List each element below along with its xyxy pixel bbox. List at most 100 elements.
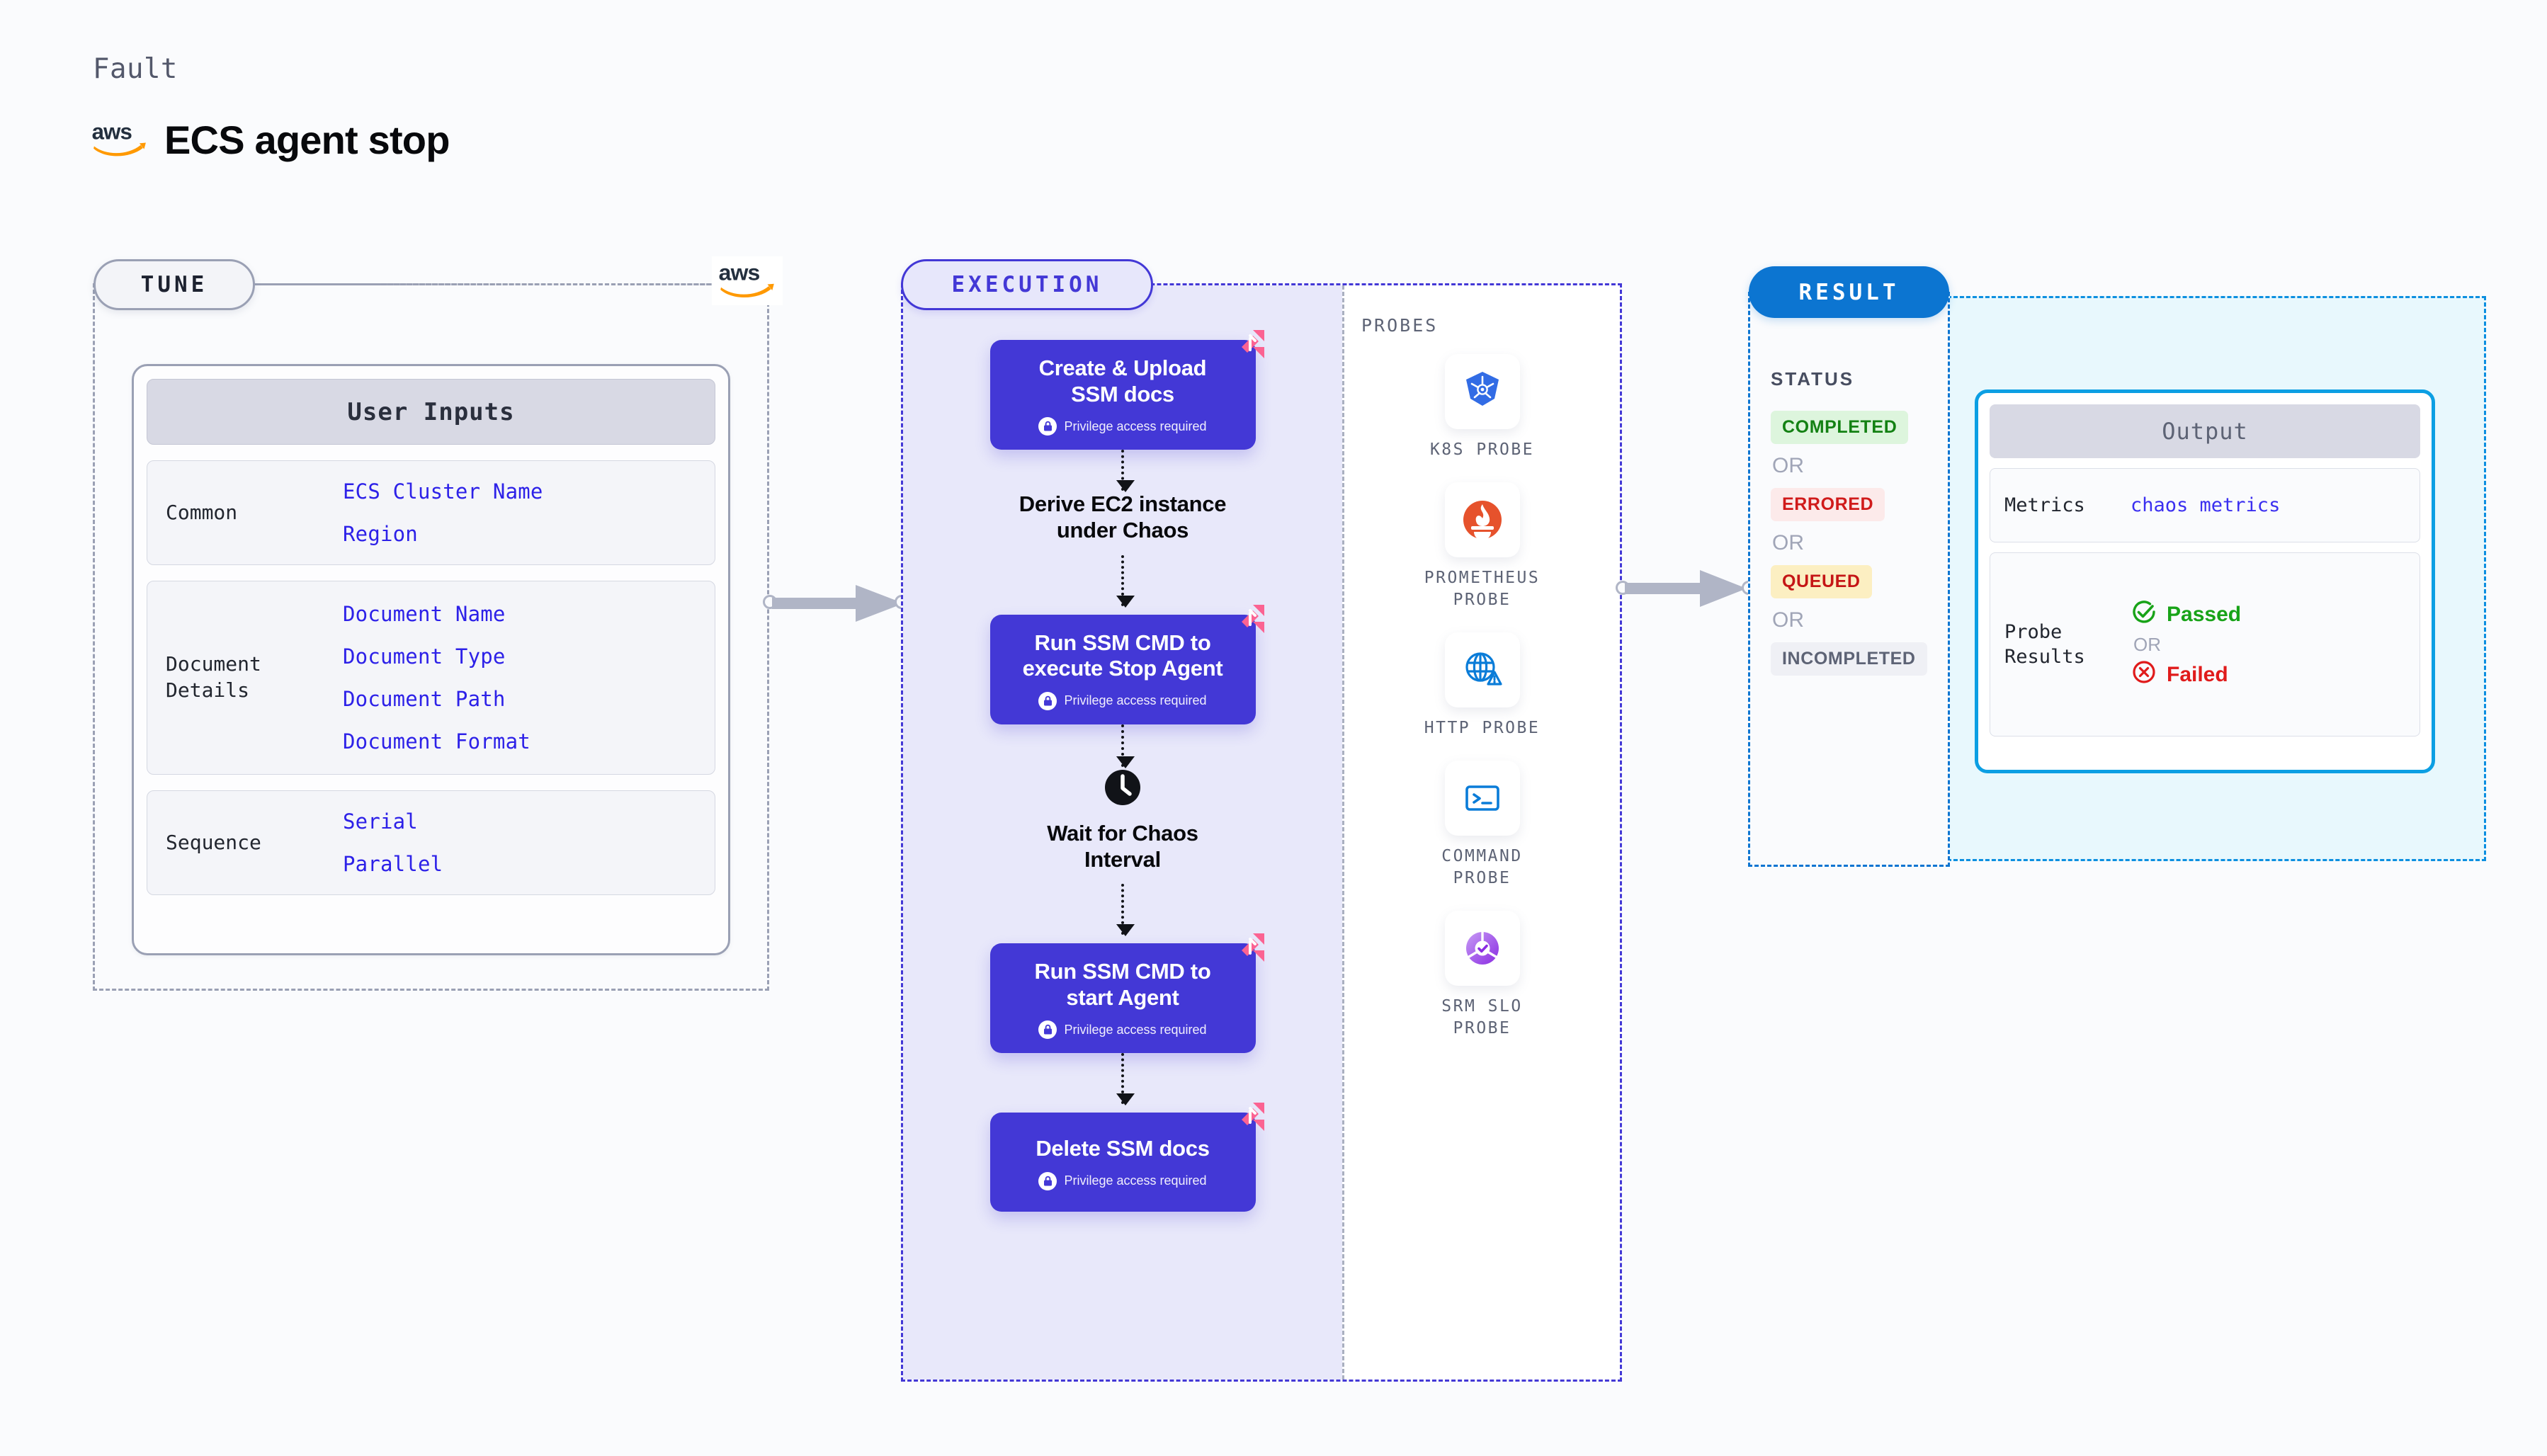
lock-icon — [1038, 417, 1057, 436]
privilege-note-text: Privilege access required — [1064, 693, 1207, 708]
input-value[interactable]: Document Path — [343, 687, 506, 711]
status-heading: STATUS — [1771, 368, 1855, 389]
flow-node-run-ssm-cmd-stop-agent[interactable]: Run SSM CMD to execute Stop Agent Privil… — [989, 604, 1264, 724]
probes-heading: PROBES — [1361, 315, 1439, 336]
input-group-common: Common ECS Cluster Name Region — [147, 460, 715, 565]
probe-label: HTTP PROBE — [1424, 719, 1541, 738]
terminal-icon — [1444, 761, 1520, 836]
x-circle-icon — [2131, 659, 2157, 691]
tune-aws-connector — [256, 283, 717, 285]
page-header: aws ECS agent stop — [91, 119, 450, 161]
flow-connector — [1116, 724, 1135, 768]
output-card: Output Metrics chaos metrics Probe Resul… — [1975, 389, 2435, 773]
user-inputs-title: User Inputs — [147, 379, 715, 445]
input-value[interactable]: Document Type — [343, 644, 506, 669]
execution-pill[interactable]: EXECUTION — [901, 259, 1153, 310]
privilege-note: Privilege access required — [1038, 1171, 1207, 1190]
srm-slo-icon — [1444, 911, 1520, 986]
or-separator: OR — [2133, 633, 2161, 655]
privilege-note: Privilege access required — [1038, 417, 1207, 436]
probe-label: COMMAND PROBE — [1441, 847, 1523, 888]
flow-node-title: Create & Upload SSM docs — [1038, 356, 1207, 406]
probe-result-failed: Failed — [2131, 659, 2241, 691]
input-group-sequence: Sequence Serial Parallel — [147, 790, 715, 895]
svg-text:aws: aws — [719, 260, 760, 285]
probe-label: K8S PROBE — [1429, 440, 1535, 459]
input-value[interactable]: Parallel — [343, 852, 443, 876]
flow-node-delete-ssm-docs[interactable]: Delete SSM docs Privilege access require… — [989, 1103, 1264, 1212]
status-badge: QUEUED — [1771, 565, 1872, 598]
execution-flow: Create & Upload SSM docs Privilege acces… — [903, 330, 1342, 1212]
flow-connector — [1116, 1053, 1135, 1106]
output-title: Output — [1990, 404, 2420, 458]
flow-step-wait-for-chaos-interval: Wait for Chaos Interval — [1047, 767, 1198, 872]
tune-pill[interactable]: TUNE — [93, 259, 255, 310]
svg-text:aws: aws — [92, 120, 132, 144]
probe-item-k8s[interactable]: K8S PROBE — [1390, 354, 1575, 461]
probe-result-label: Failed — [2167, 662, 2228, 686]
fault-kicker: Fault — [93, 53, 178, 85]
flow-connector — [1116, 884, 1135, 937]
flow-connector — [1116, 450, 1135, 493]
or-separator: OR — [1772, 531, 1804, 554]
litmus-logo-icon — [1232, 601, 1269, 637]
privilege-note-text: Privilege access required — [1064, 419, 1207, 433]
input-value[interactable]: ECS Cluster Name — [343, 479, 543, 504]
probes-list: K8S PROBE PROMETHEUS PROBE — [1342, 354, 1622, 1040]
prometheus-icon — [1444, 482, 1520, 558]
privilege-note-text: Privilege access required — [1064, 1022, 1207, 1037]
kubernetes-icon — [1444, 354, 1520, 429]
tune-to-execution-arrow — [772, 585, 904, 622]
privilege-note: Privilege access required — [1038, 691, 1207, 710]
output-row-metrics: Metrics chaos metrics — [1990, 468, 2420, 542]
lock-icon — [1038, 1020, 1057, 1040]
output-row-probe-results: Probe Results Passed OR — [1990, 552, 2420, 736]
flow-step-derive-ec2-instance: Derive EC2 instance under Chaos — [1019, 491, 1227, 543]
execution-to-result-arrow — [1625, 570, 1747, 607]
or-separator: OR — [1772, 608, 1804, 632]
or-separator: OR — [1772, 454, 1804, 477]
aws-logo: aws — [91, 119, 149, 161]
input-value[interactable]: Document Format — [343, 729, 531, 753]
probe-result-label: Passed — [2167, 602, 2242, 626]
flow-node-title: Run SSM CMD to execute Stop Agent — [1022, 630, 1223, 681]
flow-node-title: Run SSM CMD to start Agent — [1034, 959, 1211, 1010]
probe-item-prometheus[interactable]: PROMETHEUS PROBE — [1390, 482, 1575, 611]
probe-item-command[interactable]: COMMAND PROBE — [1390, 761, 1575, 889]
output-key: Probe Results — [2004, 620, 2085, 668]
flow-node-create-upload-ssm-docs[interactable]: Create & Upload SSM docs Privilege acces… — [989, 330, 1264, 450]
probe-result-passed: Passed — [2131, 598, 2241, 631]
flow-node-title: Delete SSM docs — [1036, 1135, 1210, 1161]
input-group-key: Document Details — [166, 652, 261, 702]
input-group-document-details: Document Details Document Name Document … — [147, 581, 715, 775]
http-globe-icon — [1444, 632, 1520, 708]
probe-label: SRM SLO PROBE — [1441, 997, 1523, 1038]
output-value-metrics[interactable]: chaos metrics — [2131, 494, 2281, 516]
litmus-logo-icon — [1232, 326, 1269, 363]
litmus-logo-icon — [1232, 1098, 1269, 1135]
input-value[interactable]: Serial — [343, 809, 418, 834]
lock-icon — [1038, 1171, 1057, 1190]
input-value[interactable]: Document Name — [343, 602, 506, 626]
input-value[interactable]: Region — [343, 522, 418, 546]
clock-icon — [1102, 767, 1143, 812]
status-list: COMPLETED OR ERRORED OR QUEUED OR INCOMP… — [1771, 411, 1927, 676]
status-badge: COMPLETED — [1771, 411, 1909, 444]
result-pill[interactable]: RESULT — [1749, 266, 1949, 318]
privilege-note-text: Privilege access required — [1064, 1173, 1207, 1188]
probes-divider — [1342, 285, 1344, 1380]
probe-item-srm-slo[interactable]: SRM SLO PROBE — [1390, 911, 1575, 1040]
tune-aws-logo: aws — [712, 256, 783, 305]
user-inputs-card: User Inputs Common ECS Cluster Name Regi… — [132, 364, 730, 955]
status-badge: INCOMPLETED — [1771, 642, 1927, 676]
input-group-key: Common — [166, 500, 238, 524]
status-badge: ERRORED — [1771, 488, 1885, 521]
flow-connector — [1116, 554, 1135, 608]
flow-node-run-ssm-cmd-start-agent[interactable]: Run SSM CMD to start Agent Privilege acc… — [989, 933, 1264, 1054]
privilege-note: Privilege access required — [1038, 1020, 1207, 1040]
input-group-key: Sequence — [166, 830, 261, 854]
probe-item-http[interactable]: HTTP PROBE — [1390, 632, 1575, 739]
flow-step-title: Wait for Chaos Interval — [1047, 820, 1198, 872]
lock-icon — [1038, 691, 1057, 710]
